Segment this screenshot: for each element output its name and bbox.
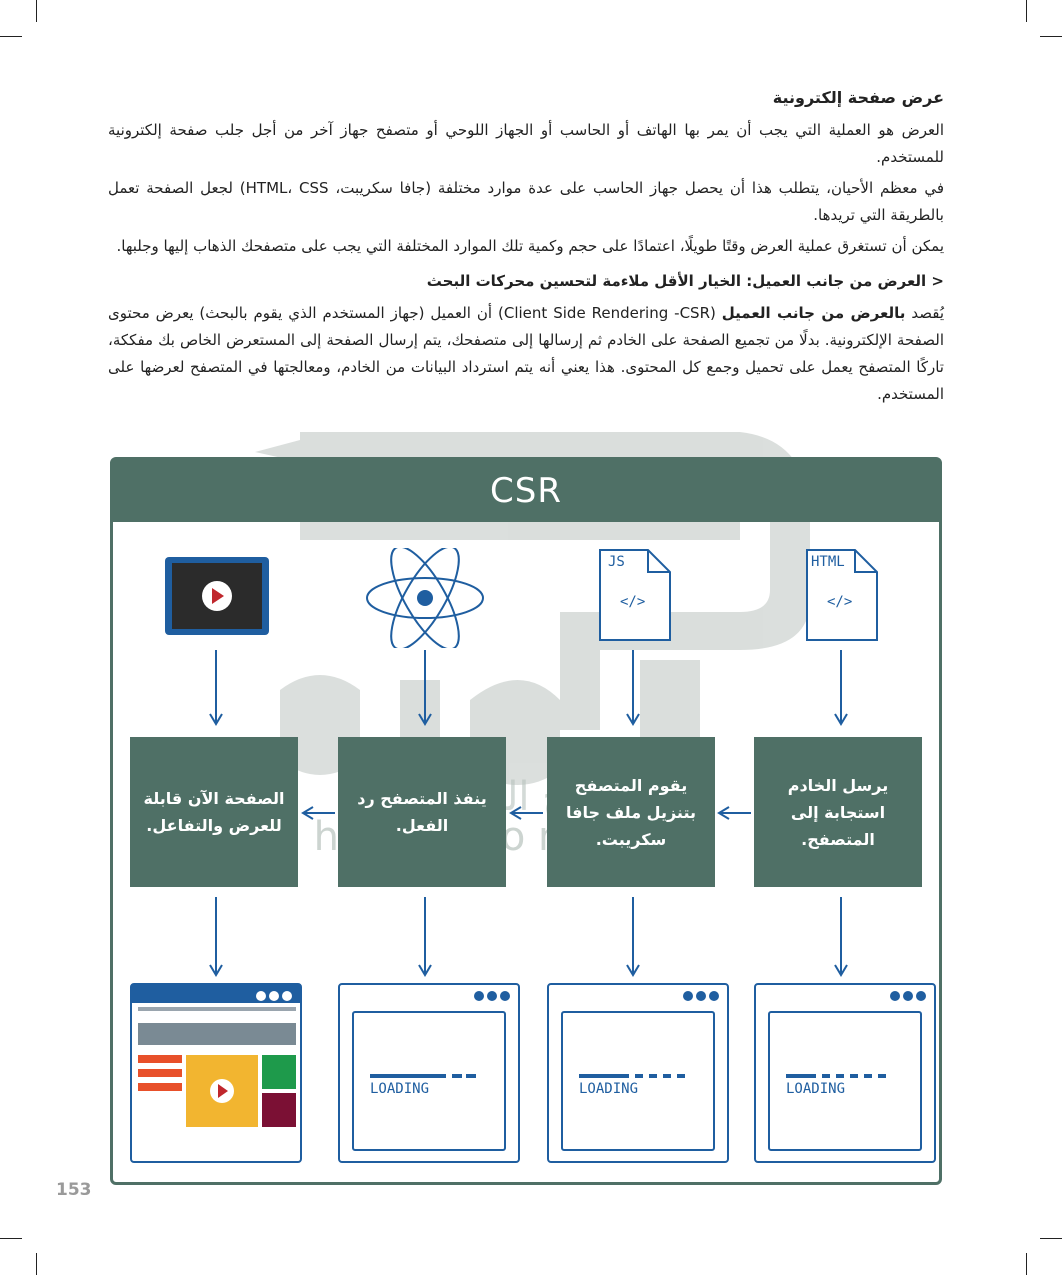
html-file-code: </> bbox=[827, 594, 852, 610]
left-arrow-icon bbox=[717, 805, 753, 821]
browser-window-rendered bbox=[130, 983, 302, 1163]
paragraph: يمكن أن تستغرق عملية العرض وقتًا طويلًا،… bbox=[108, 233, 944, 260]
crop-mark bbox=[1040, 1238, 1062, 1239]
crop-mark bbox=[36, 0, 37, 22]
browser-window-loading: LOADING bbox=[754, 983, 936, 1163]
down-arrow-icon bbox=[833, 897, 849, 977]
loading-label: LOADING bbox=[786, 1081, 845, 1097]
paragraph: يُقصد بالعرض من جانب العميل (Client Side… bbox=[108, 300, 944, 408]
down-arrow-icon bbox=[625, 650, 641, 726]
html-file-label: HTML bbox=[811, 554, 845, 570]
paragraph: العرض هو العملية التي يجب أن يمر بها اله… bbox=[108, 117, 944, 171]
bold-term: بالعرض من جانب العميل bbox=[722, 304, 906, 322]
browser-window-loading: LOADING bbox=[338, 983, 520, 1163]
left-arrow-icon bbox=[301, 805, 337, 821]
react-atom-icon bbox=[365, 548, 485, 648]
step-box-page-interactive: الصفحة الآن قابلة للعرض والتفاعل. bbox=[130, 737, 298, 887]
loading-bar bbox=[370, 1073, 490, 1079]
browser-window-loading: LOADING bbox=[547, 983, 729, 1163]
page-number: 153 bbox=[56, 1180, 92, 1200]
browser-dots bbox=[890, 991, 926, 1001]
down-arrow-icon bbox=[208, 897, 224, 977]
video-player-icon bbox=[164, 556, 270, 636]
crop-mark bbox=[1040, 36, 1062, 37]
js-file-label: JS bbox=[608, 554, 625, 570]
step-box-browser-executes: ينفذ المتصفح رد الفعل. bbox=[338, 737, 506, 887]
down-arrow-icon bbox=[833, 650, 849, 726]
article-text: عرض صفحة إلكترونية العرض هو العملية التي… bbox=[108, 88, 944, 408]
down-arrow-icon bbox=[417, 897, 433, 977]
js-file-code: </> bbox=[620, 594, 645, 610]
paragraph: في معظم الأحيان، يتطلب هذا أن يحصل جهاز … bbox=[108, 175, 944, 229]
loading-label: LOADING bbox=[370, 1081, 429, 1097]
crop-mark bbox=[0, 36, 22, 37]
html-file-icon: HTML </> bbox=[805, 548, 879, 642]
crop-mark bbox=[0, 1238, 22, 1239]
js-file-icon: JS </> bbox=[598, 548, 672, 642]
step-box-server-responds: يرسل الخادم استجابة إلى المتصفح. bbox=[754, 737, 922, 887]
browser-dots bbox=[474, 991, 510, 1001]
loading-label: LOADING bbox=[579, 1081, 638, 1097]
left-arrow-icon bbox=[509, 805, 545, 821]
down-arrow-icon bbox=[208, 650, 224, 726]
browser-dots bbox=[683, 991, 719, 1001]
csr-diagram: CSR JS </> HTML </> الصفحة الآن قابلة لل… bbox=[110, 457, 942, 1185]
down-arrow-icon bbox=[625, 897, 641, 977]
browser-viewport: LOADING bbox=[352, 1011, 506, 1151]
browser-viewport: LOADING bbox=[768, 1011, 922, 1151]
loading-bar bbox=[579, 1073, 699, 1079]
subsection-heading: < العرض من جانب العميل: الخيار الأقل ملا… bbox=[108, 272, 944, 290]
paragraph-intro: يُقصد bbox=[905, 304, 944, 322]
rendered-page-content bbox=[132, 1003, 302, 1163]
down-arrow-icon bbox=[417, 650, 433, 726]
step-box-browser-downloads-js: يقوم المتصفح بتنزيل ملف جافا سكريبت. bbox=[547, 737, 715, 887]
loading-bar bbox=[786, 1073, 906, 1079]
diagram-title: CSR bbox=[113, 460, 939, 522]
browser-viewport: LOADING bbox=[561, 1011, 715, 1151]
section-heading: عرض صفحة إلكترونية bbox=[108, 88, 944, 107]
browser-dots bbox=[256, 991, 292, 1001]
crop-mark bbox=[1026, 1253, 1027, 1275]
crop-mark bbox=[1026, 0, 1027, 22]
crop-mark bbox=[36, 1253, 37, 1275]
